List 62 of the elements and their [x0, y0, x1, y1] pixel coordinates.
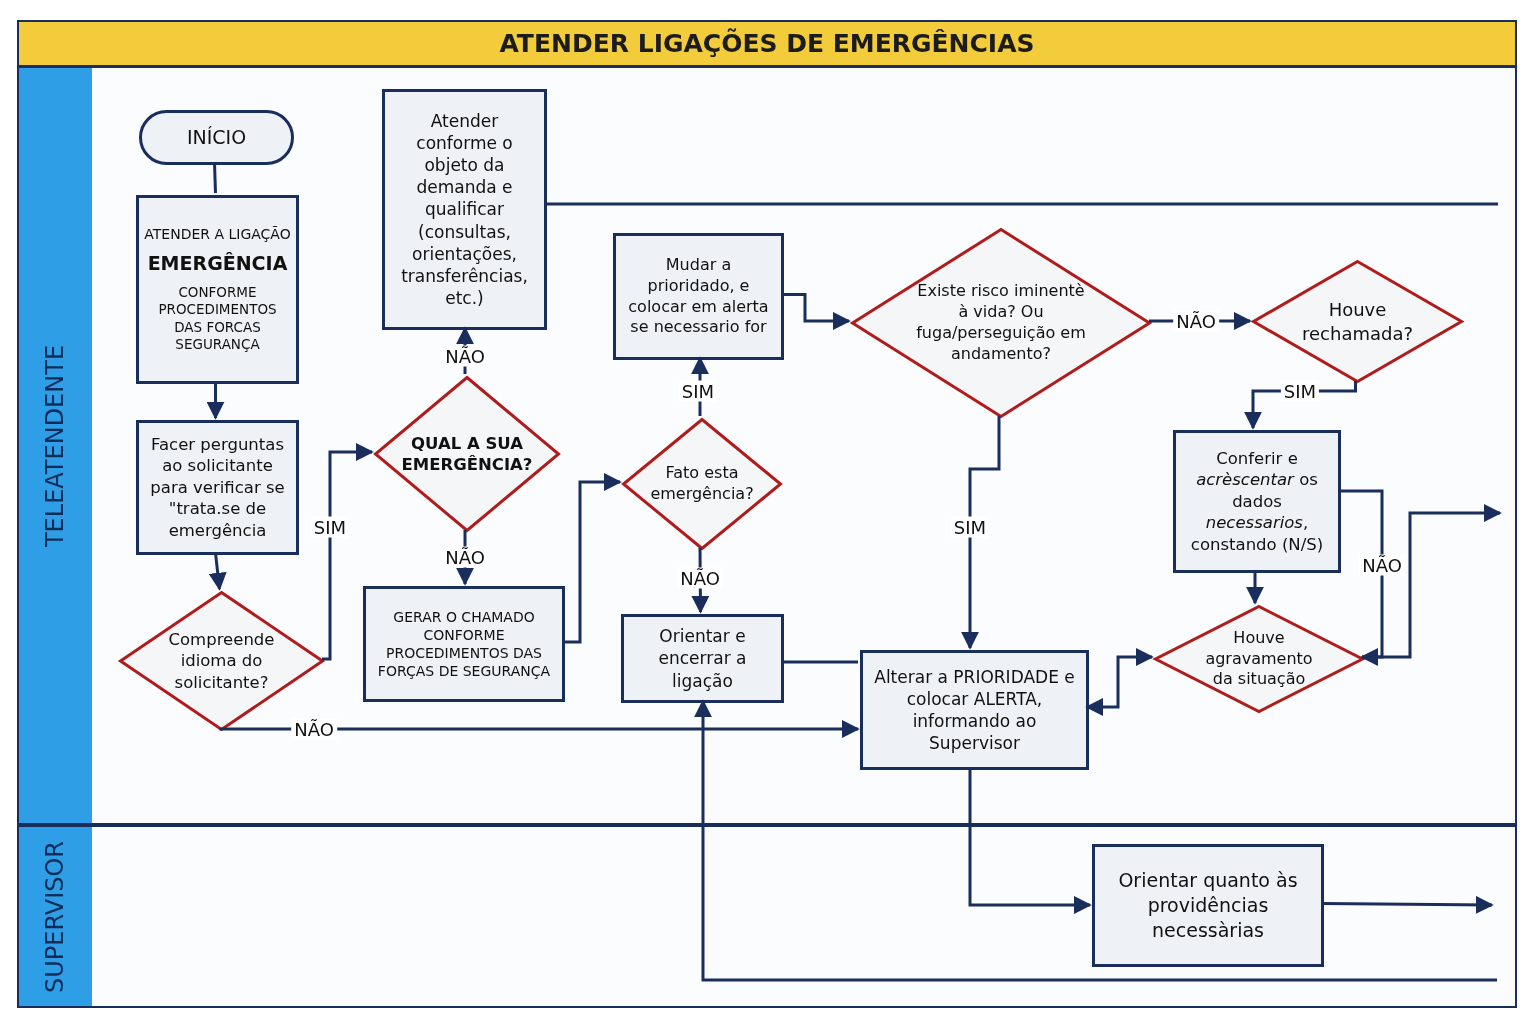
decision-diamond	[374, 376, 560, 532]
node-text: INÍCIO	[186, 125, 247, 150]
connector-arrow	[1339, 489, 1384, 666]
connector-arrow	[219, 720, 860, 738]
node-text: Houve agravamento da situação	[1204, 627, 1314, 691]
node-text: Orientar quanto às providências necessàrias	[1117, 868, 1299, 943]
connector-arrow	[563, 473, 622, 644]
edge-label: SIM	[1280, 380, 1320, 402]
node-text: QUAL A SUA EMERGÊNCIA?	[400, 432, 534, 476]
node-text: Conferir e acrèscentar os dados necessarios, constando (N/S)	[1189, 447, 1325, 556]
process-box	[621, 614, 784, 703]
connector-arrow	[1085, 648, 1154, 716]
lane-label: SUPERVISOR	[41, 840, 70, 993]
diagram-title: ATENDER LIGAÇÕES DE EMERGÊNCIAS	[499, 29, 1035, 58]
connector-arrow	[322, 443, 374, 661]
process-box	[363, 586, 565, 702]
edge-label: SIM	[678, 380, 718, 402]
decision-diamond	[851, 228, 1151, 418]
connector-arrow	[208, 552, 227, 591]
connector-arrow	[1246, 571, 1264, 605]
node-text: Facer perguntas ao solicitante para verificar se "trata.se de emergência	[149, 433, 286, 542]
edge-label: SIM	[950, 516, 990, 538]
edge-label: NÃO	[677, 567, 723, 589]
swimlane	[17, 66, 1517, 825]
node-text: Compreende idioma do solicitante?	[167, 628, 276, 694]
node-text: ATENDER A LIGAÇÃO	[144, 224, 291, 244]
node-text: Orientar e encerrar a ligação	[657, 625, 748, 692]
process-box	[382, 89, 547, 330]
edge-label: NÃO	[1173, 310, 1219, 332]
edge-label: SIM	[310, 516, 350, 538]
edge-label: NÃO	[291, 718, 337, 740]
process-box	[136, 195, 299, 384]
connector-arrow	[782, 293, 851, 330]
node-text: Fato esta emergência?	[649, 463, 755, 505]
edge-label: NÃO	[442, 546, 488, 568]
node-text: Mudar a prioridado, e colocar em alerta se necessario for	[627, 254, 770, 339]
node-text: Existe risco iminentè à vida? Ou fuga/perseguição em andamento?	[916, 281, 1086, 365]
node-text: Alterar a PRIORIDADE e colocar ALERTA, informando ao Supervisor	[873, 665, 1076, 755]
node-text: EMERGÊNCIA	[147, 251, 288, 276]
start-terminal	[139, 110, 294, 165]
decision-diamond	[1154, 605, 1364, 713]
process-box	[1173, 430, 1341, 573]
decision-diamond	[622, 418, 782, 550]
connector-arrow	[1362, 504, 1502, 659]
node-text: CONFORME PROCEDIMENTOS DAS FORCAS SEGURANÇA	[157, 283, 278, 355]
process-box	[136, 420, 299, 555]
process-box	[860, 650, 1089, 770]
edge-label: NÃO	[1359, 554, 1405, 576]
swimlane	[17, 825, 1517, 1008]
connector-arrow	[1322, 895, 1494, 914]
process-box	[1092, 844, 1324, 967]
connector-arrow	[694, 699, 1497, 982]
node-text: GERAR O CHAMADO CONFORME PROCEDIMENTOS DAS FORÇAS DE SEGURANÇA	[376, 607, 552, 681]
edge-label: NÃO	[442, 345, 488, 367]
connector-arrow	[206, 382, 225, 420]
node-text: Atender conforme o objeto da demanda e qualificar (consultas, orientações, transferências, etc.)	[400, 110, 529, 309]
node-text: Houve rechamada?	[1301, 298, 1414, 345]
connector-arrow	[961, 416, 1001, 650]
connector-arrow	[968, 768, 1092, 914]
decision-diamond	[1252, 260, 1463, 383]
process-box	[613, 233, 784, 360]
lane-label: TELEATENDENTE	[41, 344, 70, 547]
